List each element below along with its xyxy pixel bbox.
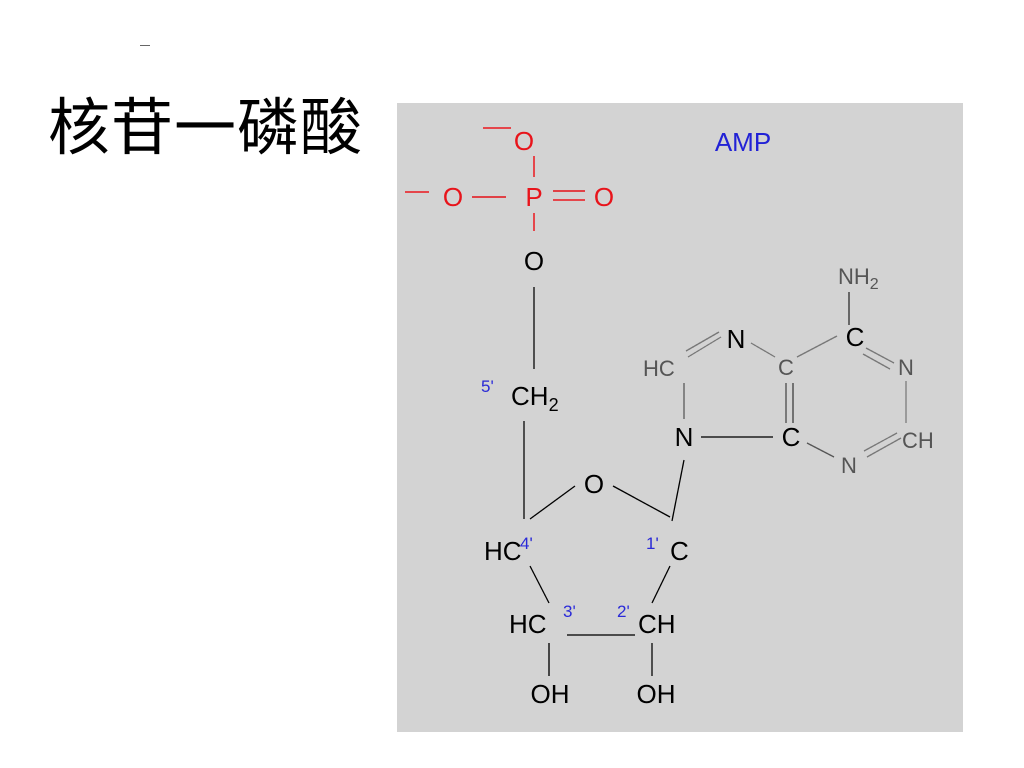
atom-c6: C: [846, 322, 865, 352]
slide-title: 核苷一磷酸: [48, 91, 364, 164]
amp-structure-figure: O O P O AMP O 5' CH2 O HC 4' 1' C: [397, 103, 963, 732]
atom-c4: C: [782, 422, 801, 452]
ribose-group: O 5' CH2 O HC 4' 1' C HC 3' 2' CH OH OH: [481, 246, 689, 709]
molecule-name: AMP: [715, 127, 771, 157]
hc-4prime: HC: [484, 536, 522, 566]
phosphate-group: O O P O: [405, 126, 614, 231]
bond-c4-c3: [529, 565, 550, 604]
position-2: 2': [617, 602, 630, 621]
phosphate-o-left: O: [443, 182, 463, 212]
bond-c2-n3-a: [866, 437, 902, 458]
ch2-5prime: CH2: [511, 381, 559, 415]
bond-c6-n1-b: [862, 353, 891, 370]
bond-n7-c8-a: [687, 336, 722, 358]
ch2-5prime-label: CH: [511, 381, 549, 411]
bridge-o: O: [524, 246, 544, 276]
bond-c1-c2: [651, 565, 671, 604]
oh-2prime: OH: [637, 679, 676, 709]
decorative-dash: [140, 45, 150, 46]
atom-ch2: CH: [902, 428, 934, 453]
position-1: 1': [646, 534, 659, 553]
ring-oxygen: O: [584, 469, 604, 499]
atom-c5: C: [778, 355, 794, 380]
bond-c2-n3-b: [863, 432, 898, 452]
position-4: 4': [520, 534, 533, 553]
atom-n9: N: [675, 422, 694, 452]
phosphate-p: P: [525, 182, 542, 212]
nh2-n: NH2: [838, 264, 879, 293]
c-1prime: C: [670, 536, 689, 566]
bond-o-c1: [612, 485, 671, 518]
nh2-label: NH: [838, 264, 870, 289]
atom-n3: N: [841, 453, 857, 478]
bond-c6-n1-a: [865, 347, 895, 364]
atom-n1: N: [898, 355, 914, 380]
bond-c1-n9: [671, 459, 685, 522]
bond-o-c4: [529, 485, 576, 520]
position-3: 3': [563, 602, 576, 621]
ch2-5prime-subscript: 2: [549, 395, 559, 415]
nh2-subscript: 2: [870, 276, 879, 293]
hc-3prime: HC: [509, 609, 547, 639]
phosphate-o-top: O: [514, 126, 534, 156]
bond-c5-n7: [750, 342, 776, 358]
adenine-group: NH2 C N N C HC N C N CH: [643, 264, 934, 478]
amp-structure-svg: O O P O AMP O 5' CH2 O HC 4' 1' C: [405, 126, 934, 709]
bond-c5-c6: [796, 335, 838, 358]
oh-3prime: OH: [531, 679, 570, 709]
ch-2prime: CH: [638, 609, 676, 639]
bond-n3-c4: [806, 442, 835, 458]
atom-n7: N: [727, 324, 746, 354]
bond-n7-c8-b: [685, 331, 720, 352]
atom-hc8: HC: [643, 356, 675, 381]
phosphate-o-right: O: [594, 182, 614, 212]
position-5: 5': [481, 377, 494, 396]
